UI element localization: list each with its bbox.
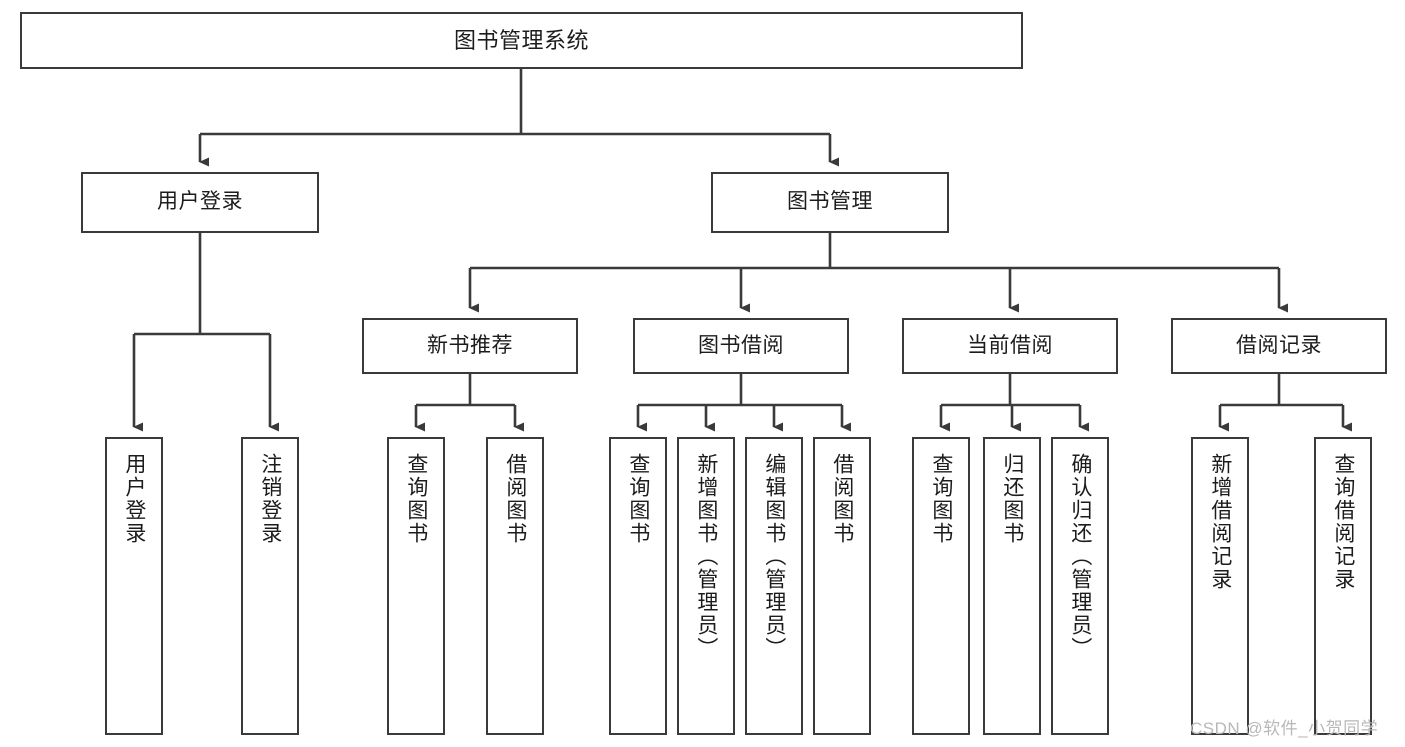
node-label: 新增借阅记录 [1208, 453, 1232, 591]
csdn-watermark: CSDN @软件_小贺同学 [1190, 719, 1379, 738]
node-current-borrow[interactable]: 当前借阅 [902, 318, 1118, 374]
node-label: 注销登录 [258, 453, 282, 545]
leaf-query-borrow-record[interactable]: 查询借阅记录 [1314, 437, 1372, 735]
leaf-edit-book-admin[interactable]: 编辑图书（管理员） [745, 437, 803, 735]
node-label: 编辑图书（管理员） [762, 453, 786, 660]
leaf-user-login[interactable]: 用户登录 [105, 437, 163, 735]
leaf-confirm-return-admin[interactable]: 确认归还（管理员） [1051, 437, 1109, 735]
node-label: 图书管理 [787, 190, 873, 214]
leaf-return-book[interactable]: 归还图书 [983, 437, 1041, 735]
leaf-query-book-current[interactable]: 查询图书 [912, 437, 970, 735]
node-label: 查询借阅记录 [1331, 453, 1355, 591]
node-user-login[interactable]: 用户登录 [81, 172, 319, 233]
node-label: 图书管理系统 [453, 27, 589, 53]
node-label: 归还图书 [1000, 453, 1024, 545]
node-label: 用户登录 [122, 453, 146, 545]
leaf-borrow-book[interactable]: 借阅图书 [813, 437, 871, 735]
leaf-query-book-recommend[interactable]: 查询图书 [387, 437, 445, 735]
node-label: 新书推荐 [427, 333, 513, 357]
leaf-borrow-book-recommend[interactable]: 借阅图书 [486, 437, 544, 735]
node-label: 图书借阅 [698, 333, 784, 357]
node-label: 借阅图书 [503, 453, 527, 545]
node-label: 新增图书（管理员） [694, 453, 718, 660]
node-label: 查询图书 [929, 453, 953, 545]
node-label: 确认归还（管理员） [1068, 453, 1092, 660]
leaf-query-book-borrow[interactable]: 查询图书 [609, 437, 667, 735]
leaf-logout[interactable]: 注销登录 [241, 437, 299, 735]
node-label: 查询图书 [404, 453, 428, 545]
node-label: 用户登录 [157, 190, 243, 214]
node-label: 查询图书 [626, 453, 650, 545]
node-book-borrow[interactable]: 图书借阅 [633, 318, 849, 374]
leaf-add-borrow-record[interactable]: 新增借阅记录 [1191, 437, 1249, 735]
node-book-management[interactable]: 图书管理 [711, 172, 949, 233]
node-label: 当前借阅 [967, 333, 1053, 357]
node-label: 借阅图书 [830, 453, 854, 545]
node-label: 借阅记录 [1236, 333, 1322, 357]
node-borrow-record[interactable]: 借阅记录 [1171, 318, 1387, 374]
node-new-book-recommend[interactable]: 新书推荐 [362, 318, 578, 374]
node-root[interactable]: 图书管理系统 [20, 12, 1023, 69]
leaf-add-book-admin[interactable]: 新增图书（管理员） [677, 437, 735, 735]
